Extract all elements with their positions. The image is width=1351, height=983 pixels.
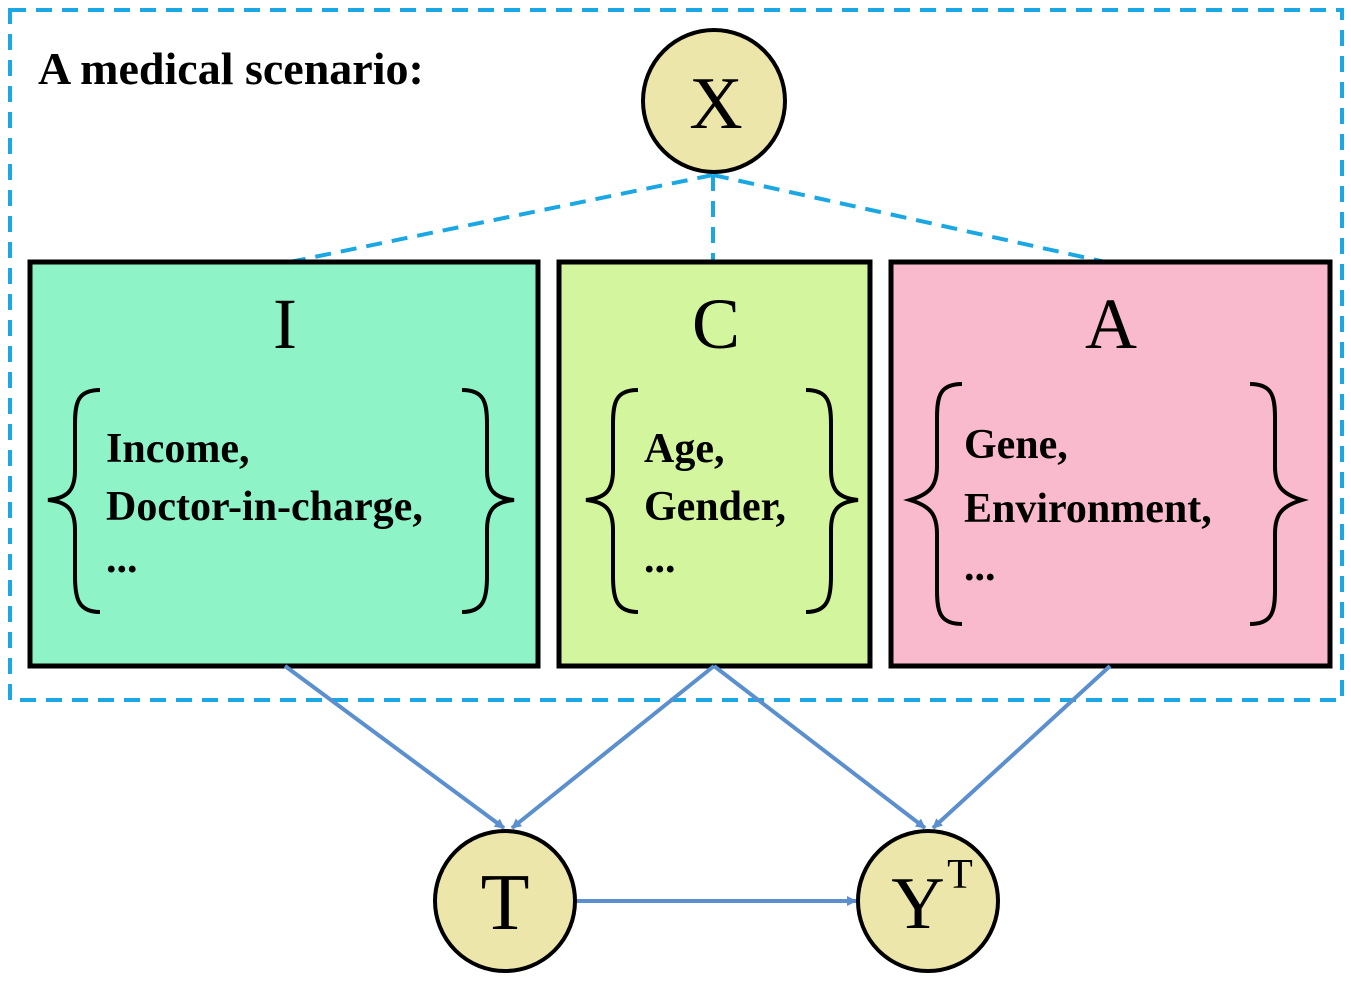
group-a-item: Gene, bbox=[964, 422, 1068, 468]
node-y: Y T bbox=[856, 829, 1000, 973]
group-c-item: Age, bbox=[644, 426, 724, 472]
group-i-right-brace bbox=[461, 388, 515, 614]
arrow-a-to-y bbox=[931, 664, 1112, 830]
x-links bbox=[284, 173, 1111, 265]
group-a-left-brace bbox=[903, 382, 963, 626]
node-y-circle bbox=[856, 829, 1000, 973]
group-c-box bbox=[556, 259, 873, 669]
scenario-title: A medical scenario: bbox=[38, 43, 424, 94]
arrow-c-to-y bbox=[712, 664, 927, 830]
node-t-label: T bbox=[481, 859, 530, 947]
node-x-circle bbox=[641, 28, 787, 174]
group-c-item: ... bbox=[644, 536, 676, 582]
node-t: T bbox=[433, 829, 577, 973]
node-y-superscript: T bbox=[947, 852, 973, 898]
node-x: X bbox=[641, 28, 787, 174]
node-t-circle bbox=[433, 829, 577, 973]
group-i-item: Income, bbox=[106, 426, 249, 472]
group-c-right-brace bbox=[805, 388, 859, 614]
group-i-item: Doctor-in-charge, bbox=[106, 484, 423, 530]
causal-arrows bbox=[283, 664, 1112, 906]
group-c: C Age, Gender, ... bbox=[556, 259, 873, 669]
node-x-label: X bbox=[689, 63, 742, 145]
node-y-label: Y bbox=[891, 863, 944, 945]
arrow-i-to-t bbox=[283, 664, 506, 830]
group-c-item: Gender, bbox=[644, 484, 786, 530]
group-a: A Gene, Environment, ... bbox=[888, 259, 1333, 669]
group-c-left-brace bbox=[585, 388, 639, 614]
scenario-frame bbox=[8, 8, 1344, 702]
group-i-item: ... bbox=[106, 536, 138, 582]
group-i: I Income, Doctor-in-charge, ... bbox=[27, 259, 541, 669]
group-a-label: A bbox=[1085, 284, 1137, 364]
arrow-c-to-t bbox=[510, 664, 716, 830]
group-c-label: C bbox=[692, 284, 740, 364]
x-to-a-link bbox=[712, 173, 1111, 265]
group-a-right-brace bbox=[1249, 382, 1309, 626]
group-i-label: I bbox=[273, 284, 297, 364]
group-a-box bbox=[888, 259, 1333, 669]
group-i-box bbox=[27, 259, 541, 669]
group-a-item: Environment, bbox=[964, 486, 1212, 532]
x-to-i-link bbox=[284, 173, 714, 265]
group-i-left-brace bbox=[47, 388, 101, 614]
group-a-item: ... bbox=[964, 544, 996, 590]
